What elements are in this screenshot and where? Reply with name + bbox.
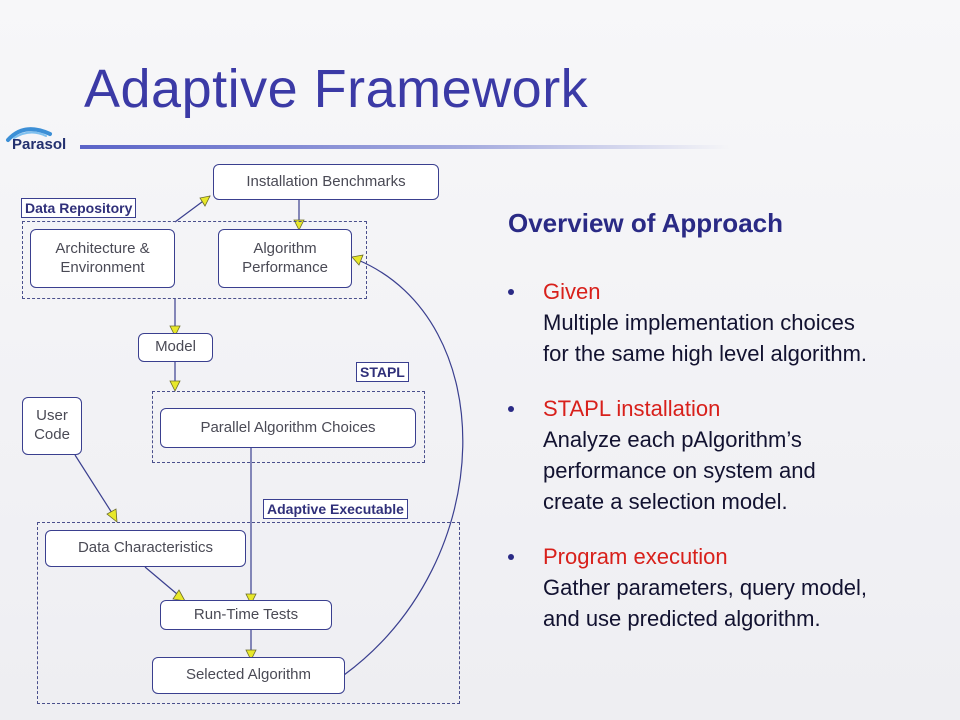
arrowhead-exec xyxy=(106,508,118,523)
group-stapl xyxy=(152,391,425,463)
bullet-body: Multiple implementation choices for the … xyxy=(543,310,868,366)
bullet-given: Given Multiple implementation choices fo… xyxy=(508,276,948,369)
connector-datachar-to-runtime xyxy=(144,566,178,595)
node-parallel-algorithm-choices: Parallel Algorithm Choices xyxy=(160,408,416,448)
group-label-data-repository: Data Repository xyxy=(21,198,137,218)
arrowhead-benchmarks xyxy=(199,195,211,207)
node-user-code: User Code xyxy=(22,397,82,455)
arrowhead-stapl xyxy=(169,380,181,392)
overview-bullets: Given Multiple implementation choices fo… xyxy=(508,276,948,658)
bullet-dot xyxy=(508,406,514,412)
title-underline xyxy=(80,145,730,149)
node-algorithm-performance: Algorithm Performance xyxy=(218,229,352,288)
bullet-dot xyxy=(508,554,514,560)
bullet-body: Analyze each pAlgorithm’s performance on… xyxy=(543,427,816,514)
node-selected-algorithm: Selected Algorithm xyxy=(152,657,345,694)
arrowhead-repo xyxy=(169,325,181,337)
bullet-heading: Program execution xyxy=(543,544,728,569)
bullet-stapl-installation: STAPL installation Analyze each pAlgorit… xyxy=(508,393,948,517)
arrowhead-feedback xyxy=(351,254,364,266)
arrowhead-selected xyxy=(245,649,257,661)
connector-feedback-to-perf xyxy=(343,259,464,676)
node-installation-benchmarks: Installation Benchmarks xyxy=(213,164,439,200)
node-run-time-tests: Run-Time Tests xyxy=(160,600,332,630)
arrowhead-perf xyxy=(293,219,305,231)
bullet-dot xyxy=(508,289,514,295)
node-architecture-environment: Architecture & Environment xyxy=(30,229,175,288)
connector-usercode-to-exec xyxy=(74,454,113,514)
arrowhead-runtime-top xyxy=(245,593,257,605)
bullet-heading: STAPL installation xyxy=(543,396,721,421)
group-adaptive-executable xyxy=(37,522,460,704)
group-label-adaptive-executable: Adaptive Executable xyxy=(263,499,408,519)
bullet-body: Gather parameters, query model, and use … xyxy=(543,575,868,631)
bullet-program-execution: Program execution Gather parameters, que… xyxy=(508,541,948,634)
overview-heading: Overview of Approach xyxy=(508,208,783,238)
node-model: Model xyxy=(138,333,213,362)
parasol-logo-text: Parasol xyxy=(12,136,67,153)
group-label-stapl: STAPL xyxy=(356,362,409,382)
node-data-characteristics: Data Characteristics xyxy=(45,530,246,567)
slide-title: Adaptive Framework xyxy=(84,59,589,119)
bullet-heading: Given xyxy=(543,279,601,304)
group-data-repository xyxy=(22,221,367,299)
parasol-logo xyxy=(6,127,52,142)
